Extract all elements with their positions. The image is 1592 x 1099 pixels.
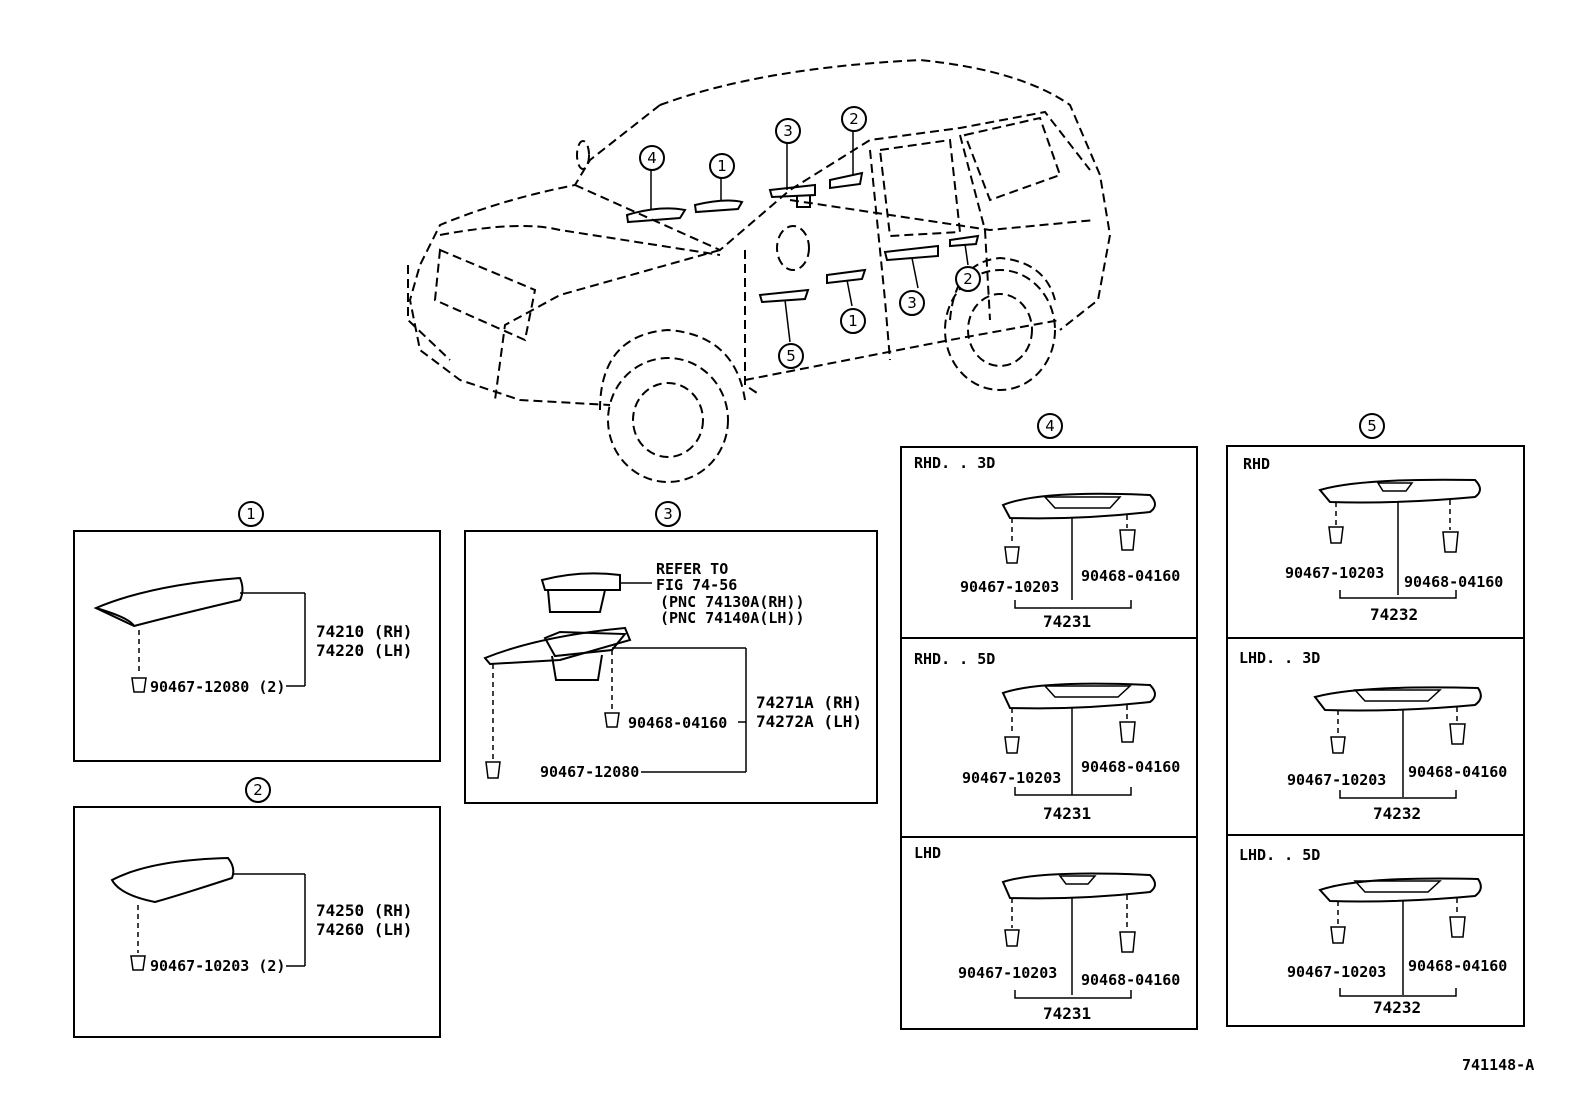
section5-variant-3: LHD. . 5D <box>1239 846 1321 864</box>
section3-refer-line4: (PNC 74140A(LH)) <box>660 609 805 627</box>
section5-parts <box>1313 478 1482 997</box>
section5-callout: 5 <box>1359 413 1385 439</box>
section5-clip-b-3: 90468-04160 <box>1408 957 1508 975</box>
vehicle-callout-3-rear: 3 <box>899 290 925 316</box>
section3-parts <box>483 572 747 779</box>
section3-box <box>464 530 878 804</box>
section1-clip: 90467-12080 (2) <box>150 678 286 696</box>
section5-part-3: 74232 <box>1373 998 1422 1017</box>
section5-clip-b-1: 90468-04160 <box>1404 573 1504 591</box>
figure-code: 741148-A <box>1462 1056 1535 1074</box>
section4-clip-a-3: 90467-10203 <box>958 964 1058 982</box>
section4-clip-b-2: 90468-04160 <box>1081 758 1181 776</box>
section2-box <box>73 806 441 1038</box>
vehicle-illustration <box>407 58 1112 483</box>
section5-clip-a-3: 90467-10203 <box>1287 963 1387 981</box>
section2-part-rh: 74250 (RH) <box>316 901 413 920</box>
section3-refer-line3: (PNC 74130A(RH)) <box>660 593 805 611</box>
vehicle-callout-2-rear: 2 <box>955 266 981 292</box>
section5-clip-a-1: 90467-10203 <box>1285 564 1385 582</box>
section2-callout: 2 <box>245 777 271 803</box>
section3-part-rh: 74271A (RH) <box>756 693 862 712</box>
section1-callout: 1 <box>238 501 264 527</box>
section4-variant-2: RHD. . 5D <box>914 650 996 668</box>
vehicle-callout-1-lower: 1 <box>840 308 866 334</box>
section4-variant-3: LHD <box>914 844 942 862</box>
section4-clip-b-3: 90468-04160 <box>1081 971 1181 989</box>
vehicle-callout-5: 5 <box>778 343 804 369</box>
section5-part-1: 74232 <box>1370 605 1419 624</box>
section1-part-lh: 74220 (LH) <box>316 641 413 660</box>
section4-variant-1: RHD. . 3D <box>914 454 996 472</box>
section3-clip-b: 90467-12080 <box>540 763 640 781</box>
vehicle-callout-2-top: 2 <box>841 106 867 132</box>
vehicle-callout-3-top: 3 <box>775 118 801 144</box>
section1-box <box>73 530 441 762</box>
section3-refer-line1: REFER TO <box>656 560 729 578</box>
section5-clip-b-2: 90468-04160 <box>1408 763 1508 781</box>
section5-part-2: 74232 <box>1373 804 1422 823</box>
section1-part-rh: 74210 (RH) <box>316 622 413 641</box>
section4-clip-b-1: 90468-04160 <box>1081 567 1181 585</box>
section5-variant-1: RHD <box>1243 455 1271 473</box>
section4-part-3: 74231 <box>1043 1004 1092 1023</box>
vehicle-leaders <box>650 131 969 343</box>
section1-part <box>93 576 306 693</box>
section3-refer-line2: FIG 74-56 <box>656 576 738 594</box>
section4-callout: 4 <box>1037 413 1063 439</box>
section2-clip: 90467-10203 (2) <box>150 957 286 975</box>
vehicle-callout-1: 1 <box>709 153 735 179</box>
section4-part-1: 74231 <box>1043 612 1092 631</box>
section4-clip-a-2: 90467-10203 <box>962 769 1062 787</box>
section4-part-2: 74231 <box>1043 804 1092 823</box>
section5-variant-2: LHD. . 3D <box>1239 649 1321 667</box>
section2-part <box>110 856 306 971</box>
section4-clip-a-1: 90467-10203 <box>960 578 1060 596</box>
section5-clip-a-2: 90467-10203 <box>1287 771 1387 789</box>
section3-clip-a: 90468-04160 <box>628 714 728 732</box>
section3-part-lh: 74272A (LH) <box>756 712 862 731</box>
section4-box <box>900 446 1198 1030</box>
section3-callout: 3 <box>655 501 681 527</box>
section2-part-lh: 74260 (LH) <box>316 920 413 939</box>
section4-parts <box>1001 492 1156 999</box>
vehicle-callout-4: 4 <box>639 145 665 171</box>
section5-box <box>1226 445 1525 1027</box>
vehicle-trim-parts <box>625 171 980 304</box>
